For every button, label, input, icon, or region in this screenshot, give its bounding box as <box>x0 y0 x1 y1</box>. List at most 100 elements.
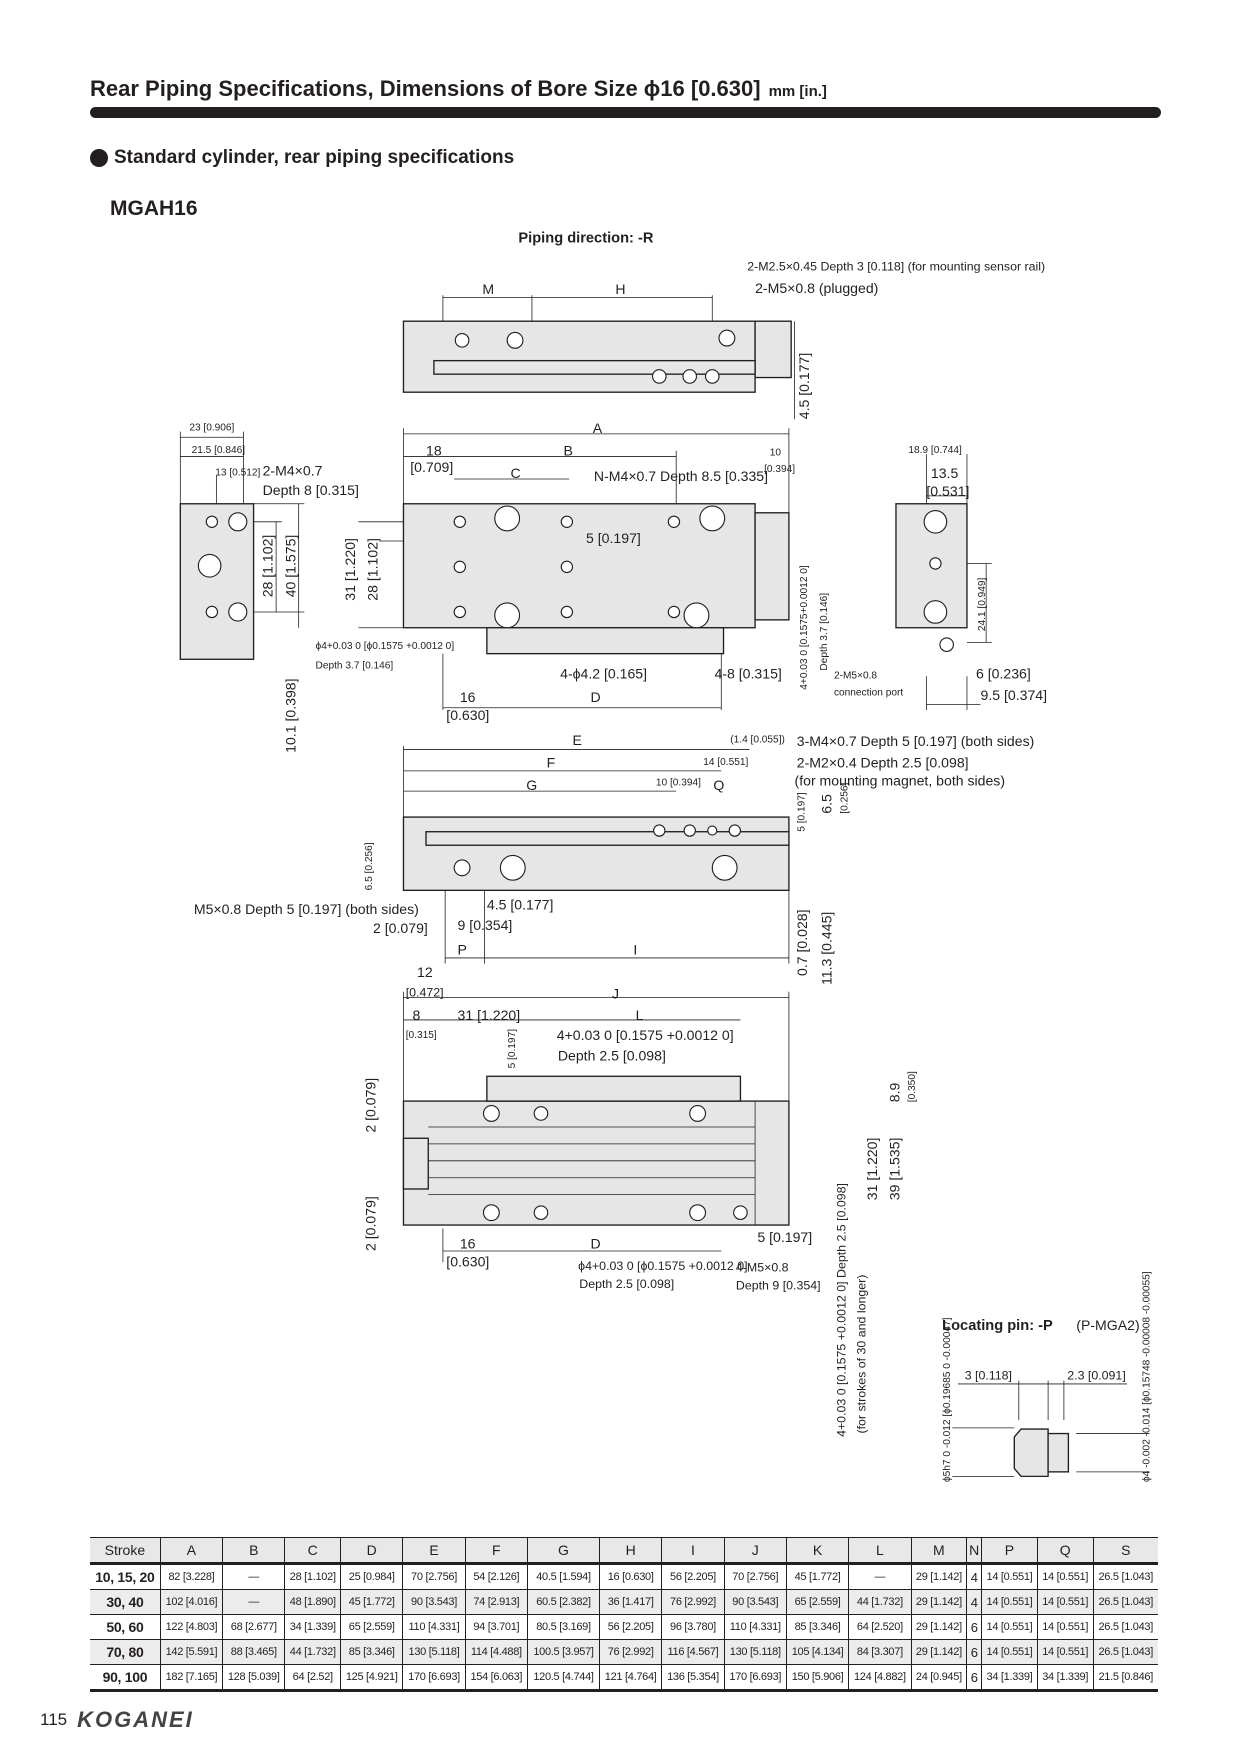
table-cell: 29 [1.142] <box>910 1589 967 1615</box>
top-view: M H 2-M2.5×0.45 Depth 3 [0.118] (for mou… <box>402 259 1045 420</box>
sensor-rail-note: 2-M2.5×0.45 Depth 3 [0.118] (for mountin… <box>747 259 1045 273</box>
dim-9-5: 9.5 [0.374] <box>980 687 1047 703</box>
table-cell: 150 [5.906] <box>785 1664 849 1692</box>
column-header: J <box>723 1537 787 1565</box>
table-cell: 122 [4.803] <box>159 1614 223 1640</box>
table-cell: 90 [3.543] <box>402 1589 466 1615</box>
table-cell: 14 [0.551] <box>1036 1614 1093 1640</box>
pin-hole-dim: ϕ4+0.03 0 [ϕ0.1575 +0.0012 0] <box>316 641 455 652</box>
table-cell: 124 [4.882] <box>848 1664 912 1692</box>
dim-24-1: 24.1 [0.949] <box>977 577 988 631</box>
right-view: 18.9 [0.744] 13.5 [0.531] 24.1 [0.949] 2… <box>834 445 1047 711</box>
table-cell: 28 [1.102] <box>284 1563 341 1590</box>
column-header: H <box>599 1537 662 1565</box>
column-header: Stroke <box>90 1537 161 1565</box>
dim-2: 2 [0.079] <box>373 920 428 936</box>
locating-pin-model: (P-MGA2) <box>1076 1317 1139 1333</box>
dim-16b-in: [0.630] <box>446 1254 489 1270</box>
dim-28: 28 [1.102] <box>260 535 276 598</box>
dim-j: J <box>612 986 619 1002</box>
table-cell: 182 [7.165] <box>159 1664 223 1692</box>
table-cell: 82 [3.228] <box>159 1563 223 1590</box>
dim-10: 10 <box>770 447 782 458</box>
table-cell: 105 [4.134] <box>785 1639 849 1665</box>
table-cell: 45 [1.772] <box>785 1563 849 1590</box>
table-cell: 85 [3.346] <box>785 1614 849 1640</box>
column-header: F <box>464 1537 528 1565</box>
table-cell: 36 [1.417] <box>599 1589 662 1615</box>
dim-8-in: [0.315] <box>406 1030 437 1041</box>
table-cell: 84 [3.307] <box>848 1639 912 1665</box>
table-cell: 85 [3.346] <box>340 1639 403 1665</box>
table-cell: 56 [2.205] <box>599 1614 662 1640</box>
table-cell: 90 [3.543] <box>723 1589 787 1615</box>
dim-c: C <box>511 465 521 481</box>
dim-4-5b: 4.5 [0.177] <box>487 896 554 912</box>
locating-pin-view: Locating pin: -P (P-MGA2) 3 [0.118] 2.3 … <box>942 1271 1152 1482</box>
dim-8: 8 <box>412 1007 420 1023</box>
table-cell: 14 [0.551] <box>1036 1563 1093 1590</box>
dim-0-7: 0.7 [0.028] <box>794 909 810 976</box>
dim-1-4: (1.4 [0.055]) <box>730 735 785 746</box>
dim-31c: 31 [1.220] <box>864 1138 880 1201</box>
column-header: L <box>848 1537 912 1565</box>
table-cell: 120.5 [4.744] <box>526 1664 600 1692</box>
pin-hole-depth-b: Depth 2.5 [0.098] <box>558 1048 666 1064</box>
table-cell: 136 [5.354] <box>661 1664 725 1692</box>
dim-8-9-in: [0.350] <box>907 1071 918 1102</box>
table-cell: 94 [3.701] <box>464 1614 528 1640</box>
table-cell: 48 [1.890] <box>284 1589 341 1615</box>
stroke-cell: 10, 15, 20 <box>90 1563 161 1590</box>
table-cell: 44 [1.732] <box>848 1589 912 1615</box>
table-cell: 21.5 [0.846] <box>1092 1664 1158 1692</box>
tap-m2: 2-M2×0.4 Depth 2.5 [0.098] <box>797 754 969 770</box>
table-cell: — <box>222 1589 285 1615</box>
table-cell: 154 [6.063] <box>464 1664 528 1692</box>
dim-10-1: 10.1 [0.398] <box>282 678 298 752</box>
table-cell: 130 [5.118] <box>723 1639 787 1665</box>
table-cell: 6 <box>966 1639 982 1665</box>
front-view: A 18 [0.709] B 10 [0.394] C N-M4×0.7 Dep… <box>316 420 831 723</box>
tap-3-m4: 3-M4×0.7 Depth 5 [0.197] (both sides) <box>797 733 1035 749</box>
dim-5b: 5 [0.197] <box>797 792 808 832</box>
stroke-note: (for strokes of 30 and longer) <box>855 1275 869 1434</box>
table-cell: 64 [2.52] <box>284 1664 341 1692</box>
side-view: E F G (1.4 [0.055]) 14 [0.551] 10 [0.394… <box>194 732 1034 985</box>
dim-6: 6 [0.236] <box>976 665 1031 681</box>
table-cell: 100.5 [3.957] <box>526 1639 600 1665</box>
table-cell: 74 [2.913] <box>464 1589 528 1615</box>
stroke-cell: 50, 60 <box>90 1614 161 1640</box>
table-cell: 14 [0.551] <box>981 1639 1038 1665</box>
dim-8-9: 8.9 <box>886 1082 902 1102</box>
dim-16-in: [0.630] <box>446 707 489 723</box>
column-header: M <box>910 1537 967 1565</box>
table-cell: 16 [0.630] <box>599 1563 662 1590</box>
table-cell: 60.5 [2.382] <box>526 1589 600 1615</box>
dim-40: 40 [1.575] <box>282 535 298 598</box>
dim-18: 18 <box>426 442 442 458</box>
column-header: N <box>966 1537 982 1565</box>
dim-b: B <box>564 442 573 458</box>
table-cell: 45 [1.772] <box>340 1589 403 1615</box>
section-heading: Standard cylinder, rear piping specifica… <box>90 147 514 169</box>
table-cell: 170 [6.693] <box>723 1664 787 1692</box>
column-header: E <box>402 1537 466 1565</box>
page-title: Rear Piping Specifications, Dimensions o… <box>90 76 827 102</box>
table-cell: 76 [2.992] <box>599 1639 662 1665</box>
dim-2-top: 2 [0.079] <box>362 1078 378 1133</box>
table-cell: — <box>222 1563 285 1590</box>
bullet-icon <box>90 149 108 167</box>
column-header: P <box>981 1537 1038 1565</box>
pin-dia-4: ϕ4 -0.002 -0.014 [ϕ0.15748 -0.00008 -0.0… <box>1142 1271 1153 1482</box>
title-text: Rear Piping Specifications, Dimensions o… <box>90 76 761 101</box>
dim-5c: 5 [0.197] <box>507 1029 518 1069</box>
title-unit: mm [in.] <box>768 83 827 100</box>
page-number: 115 <box>40 1710 68 1729</box>
locating-pin-title: Locating pin: -P <box>942 1318 1053 1334</box>
dim-4-5: 4.5 [0.177] <box>796 353 812 420</box>
table-cell: 64 [2.520] <box>848 1614 912 1640</box>
stroke-cell: 90, 100 <box>90 1664 161 1692</box>
dim-28b: 28 [1.102] <box>365 538 381 601</box>
